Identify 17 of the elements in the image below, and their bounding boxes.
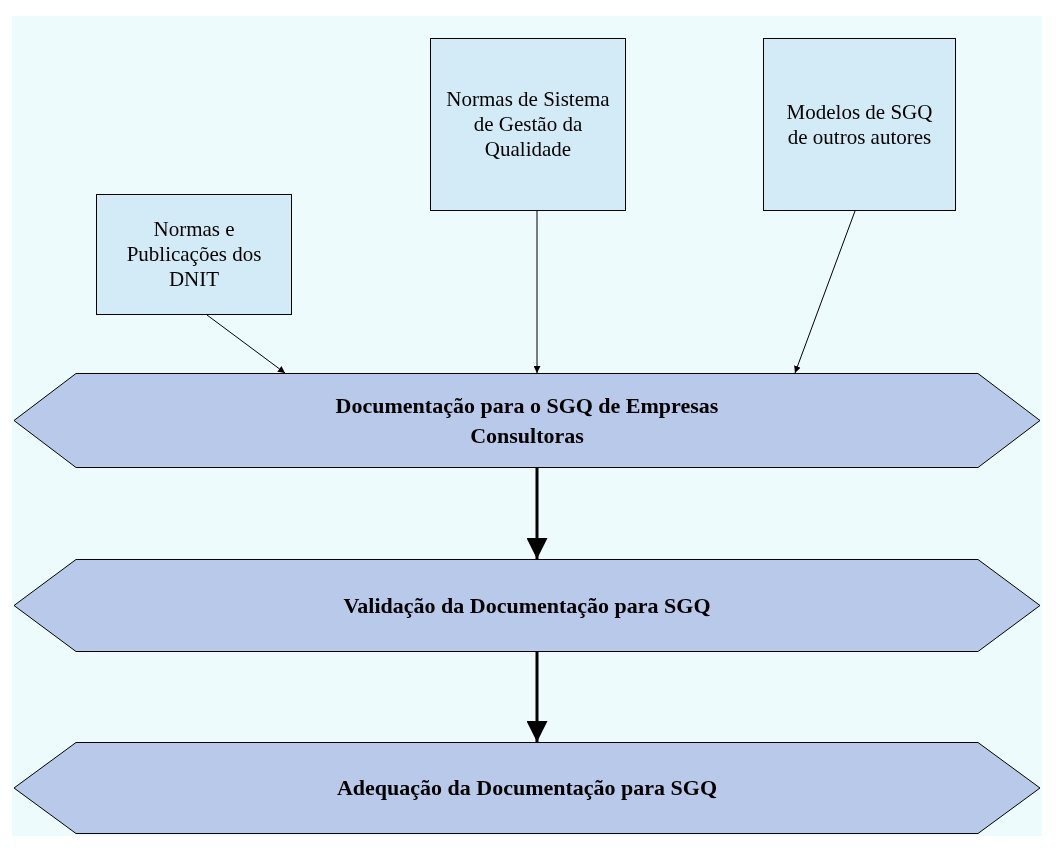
node-label: Adequação da Documentação para SGQ: [336, 774, 718, 802]
input-box: [96, 194, 292, 315]
process-hexagon: [14, 559, 1040, 652]
input-box: [430, 38, 626, 211]
arrow: [526, 468, 548, 559]
node-label: Normas de Sistema de Gestão da Qualidade: [445, 87, 611, 162]
node-label: Modelos de SGQ de outros autores: [785, 99, 934, 150]
node-label: Normas e Publicações dos DNIT: [125, 217, 263, 292]
node-label: Documentação para o SGQ de Empresas Consultoras: [334, 391, 720, 450]
input-box: [763, 38, 956, 211]
arrow: [206, 314, 286, 374]
arrow: [533, 210, 541, 374]
process-hexagon: [14, 742, 1040, 834]
arrow: [794, 210, 856, 374]
node-label: Validação da Documentação para SGQ: [343, 591, 711, 620]
arrow: [526, 652, 548, 742]
process-hexagon: [14, 373, 1040, 468]
